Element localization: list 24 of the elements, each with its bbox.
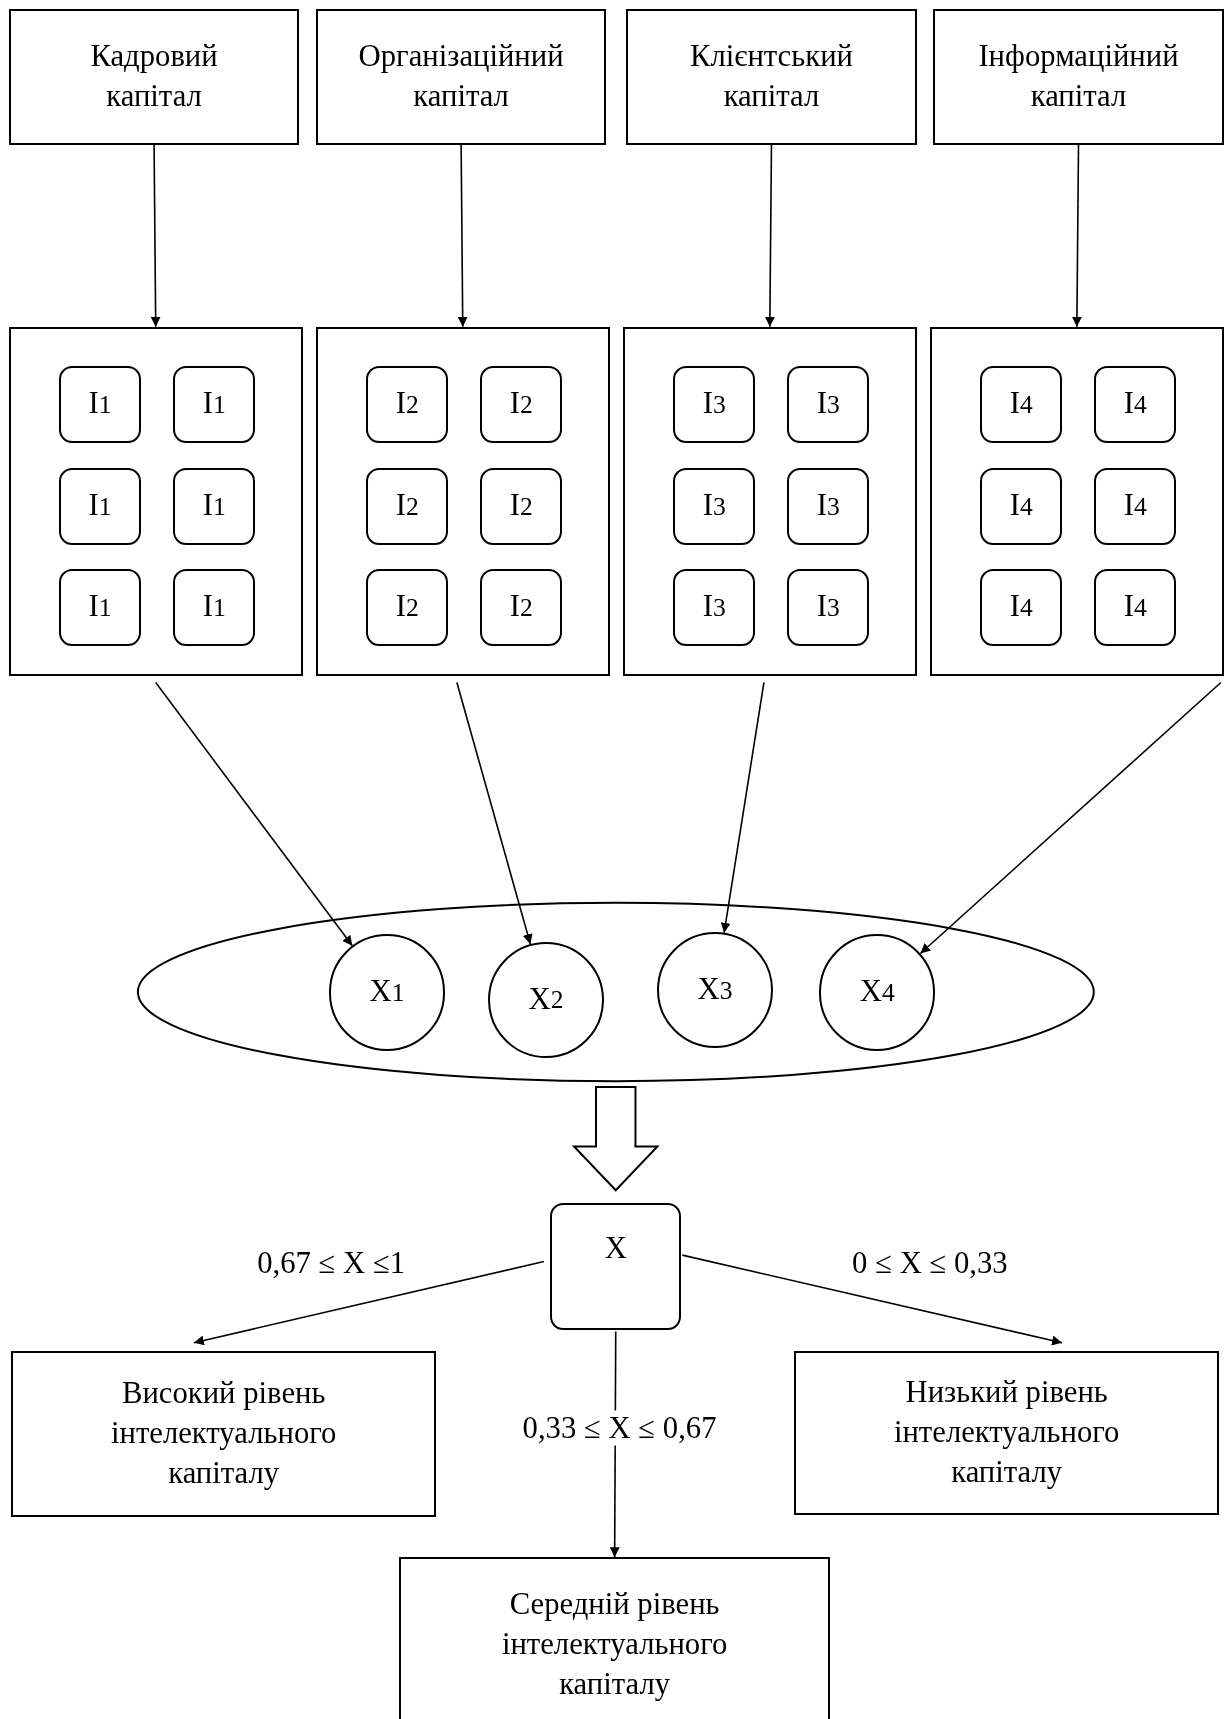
capital-box: Кадровий капітал xyxy=(8,8,300,145)
arrow xyxy=(150,143,161,328)
arrow xyxy=(919,681,1222,955)
capital-box: Інформаційний капітал xyxy=(933,8,1224,145)
level-box: Середній рівень інтелектуального капіталу xyxy=(399,1557,831,1719)
arrow xyxy=(457,143,468,328)
block-arrow xyxy=(571,1086,660,1192)
arrow xyxy=(1071,143,1082,328)
arrow xyxy=(193,1260,545,1346)
indicator-group-box xyxy=(622,326,917,676)
indicator-group-box xyxy=(8,326,303,676)
arrow xyxy=(456,681,533,945)
arrow xyxy=(764,143,775,328)
ellipse-node xyxy=(134,901,1097,1084)
capital-box: Клієнтський капітал xyxy=(626,8,917,145)
indicator-group-box xyxy=(929,326,1224,676)
arrow xyxy=(154,681,354,947)
indicator-group-box xyxy=(315,326,610,676)
level-box: Низький рівень інтелектуального капіталу xyxy=(793,1351,1220,1516)
level-box: Високий рівень інтелектуального капіталу xyxy=(10,1351,437,1517)
arrow xyxy=(720,681,765,934)
result-box: X xyxy=(550,1202,681,1331)
capital-box: Організаційний капітал xyxy=(315,8,607,145)
arrow xyxy=(681,1254,1063,1346)
